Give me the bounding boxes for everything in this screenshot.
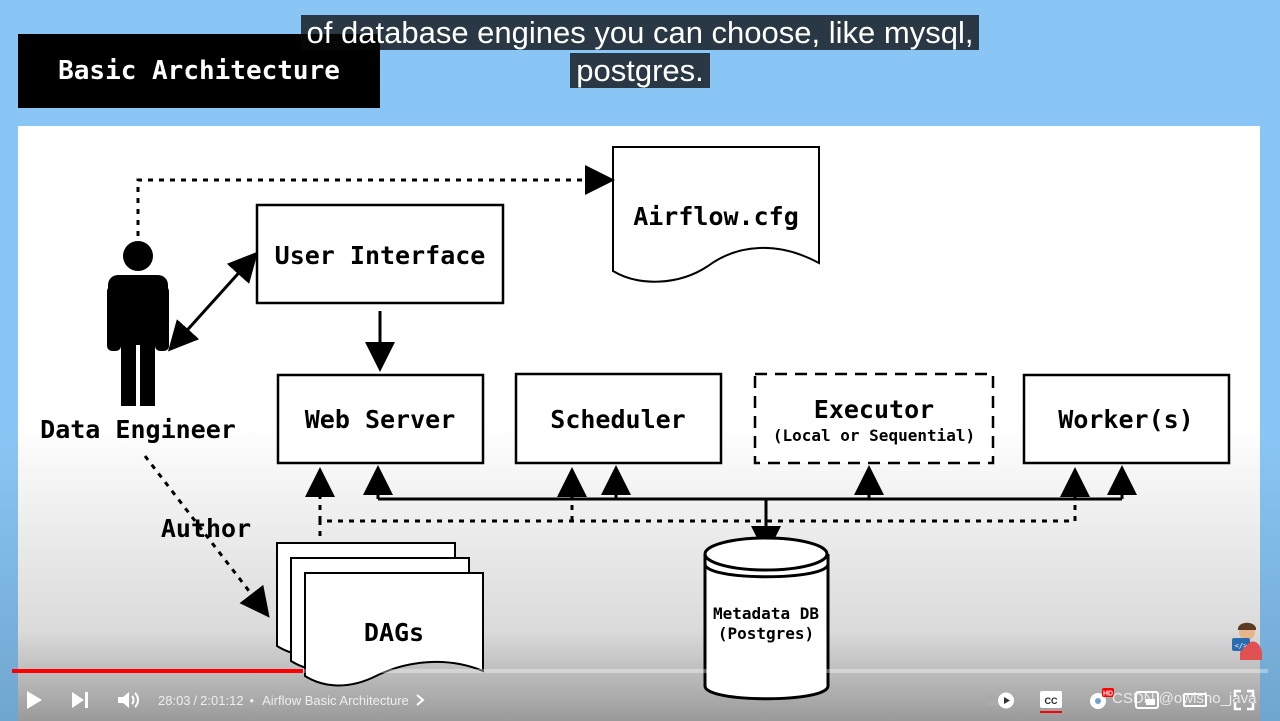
author-label: Author: [161, 514, 251, 543]
config-link: [136, 165, 615, 236]
fullscreen-button[interactable]: [1232, 686, 1256, 714]
web-server-label: Web Server: [305, 405, 456, 434]
next-button[interactable]: [68, 686, 92, 714]
autoplay-toggle-icon: [985, 692, 1014, 709]
executor-label: Executor: [814, 395, 934, 424]
dags-node: DAGs: [276, 542, 484, 687]
chevron-right-icon[interactable]: [413, 693, 427, 707]
play-button[interactable]: [22, 686, 46, 714]
captions-icon: CC: [1040, 691, 1062, 713]
airflow-cfg-node: Airflow.cfg: [612, 146, 820, 283]
miniplayer-button[interactable]: [1134, 686, 1160, 714]
progress-played: [12, 669, 304, 673]
volume-icon: [118, 692, 139, 708]
svg-text:</>: </>: [1235, 642, 1248, 650]
dag-bus: [305, 467, 1090, 536]
dags-label: DAGs: [364, 618, 424, 647]
web-server-node: Web Server: [276, 373, 485, 465]
data-engineer-label: Data Engineer: [40, 415, 236, 444]
workers-node: Worker(s): [1022, 373, 1231, 465]
user-interface-node: User Interface: [255, 203, 505, 305]
theater-mode-button[interactable]: [1182, 686, 1208, 714]
play-icon: [27, 691, 42, 709]
next-icon: [72, 692, 88, 708]
executor-sub-label: (Local or Sequential): [773, 426, 975, 445]
autoplay-toggle[interactable]: [984, 686, 1020, 714]
channel-avatar-icon[interactable]: </>: [1226, 620, 1268, 662]
cc-label: CC: [1045, 696, 1058, 706]
gear-icon: HD: [1090, 688, 1114, 709]
scheduler-node: Scheduler: [514, 372, 723, 465]
executor-node: Executor (Local or Sequential): [753, 372, 995, 465]
player-controls: 28:03 / 2:01:12 • Airflow Basic Architec…: [0, 678, 1280, 721]
duration: 2:01:12: [200, 692, 244, 708]
architecture-diagram: Airflow.cfg Data Engineer User Interface…: [18, 126, 1260, 721]
caption-line-1: of database engines you can choose, like…: [300, 15, 980, 50]
user-interface-label: User Interface: [275, 241, 486, 270]
fullscreen-icon: [1233, 689, 1255, 711]
metadata-db-label-2: (Postgres): [718, 624, 814, 643]
subtitle-caption: of database engines you can choose, like…: [0, 14, 1280, 90]
workers-label: Worker(s): [1058, 405, 1193, 434]
metadata-db-label-1: Metadata DB: [713, 604, 819, 623]
chapter-title[interactable]: Airflow Basic Architecture: [262, 692, 409, 708]
time-display: 28:03 / 2:01:12 • Airflow Basic Architec…: [158, 686, 427, 714]
metadata-db-node: Metadata DB (Postgres): [703, 536, 830, 701]
captions-button[interactable]: CC: [1038, 686, 1064, 714]
author-link: [143, 455, 270, 618]
airflow-cfg-label: Airflow.cfg: [633, 202, 799, 231]
person-icon: [107, 241, 169, 406]
volume-button[interactable]: [115, 686, 141, 714]
caption-line-2: postgres.: [570, 53, 710, 88]
scheduler-label: Scheduler: [550, 405, 685, 434]
hd-badge: HD: [1103, 691, 1113, 698]
progress-bar[interactable]: [12, 669, 1268, 673]
current-time: 28:03: [158, 692, 191, 708]
miniplayer-icon: [1135, 691, 1159, 709]
user-ui-link: [167, 251, 259, 352]
watermark: CSDN @owisho_java: [1112, 690, 1257, 707]
theater-mode-icon: [1183, 693, 1207, 707]
settings-button[interactable]: HD: [1086, 686, 1114, 714]
